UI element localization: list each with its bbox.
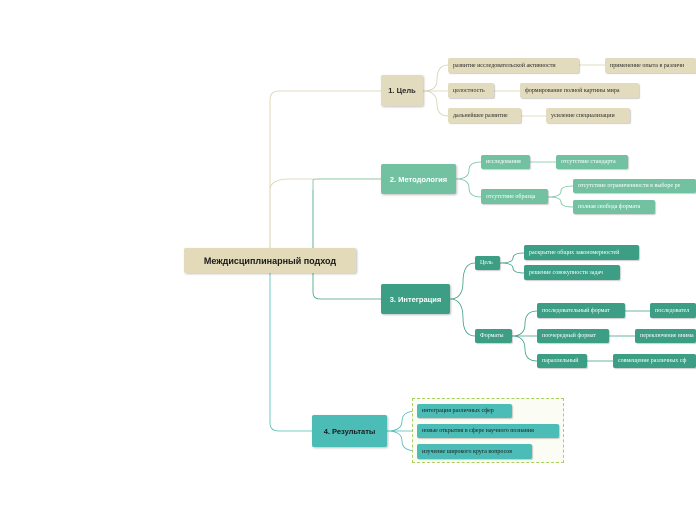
topic-wide-range-questions[interactable]: изучение широкого круга вопросов [417, 444, 532, 459]
branch-integration[interactable]: 3. Интеграция [381, 284, 450, 314]
topic-no-limits[interactable]: отсутствие ограниченности в выборе ре [573, 179, 696, 193]
topic-further-development[interactable]: дальнейшее развитие [448, 108, 521, 123]
topic-format-freedom[interactable]: полная свобода формата [573, 200, 655, 214]
topic-combining-spheres[interactable]: совмещение различных сф [613, 354, 696, 368]
topic-integration-goal[interactable]: Цель [475, 256, 500, 270]
topic-no-pattern[interactable]: отсутствие образца [481, 189, 548, 204]
branch-methodology[interactable]: 2. Методология [381, 164, 456, 194]
topic-parallel-format[interactable]: параллельный [537, 354, 587, 368]
topic-specialization[interactable]: усиление специализации [546, 108, 630, 123]
topic-research[interactable]: исследования [481, 155, 530, 169]
topic-new-discoveries[interactable]: новые открытия в сфере научного познания [417, 424, 559, 438]
topic-world-picture[interactable]: формирование полной картины мира [520, 83, 639, 98]
topic-solving-tasks[interactable]: решение совокупности задач [524, 265, 620, 280]
topic-applying-experience[interactable]: применение опыта в различн [605, 58, 696, 73]
root-topic[interactable]: Междисциплинарный подход [184, 248, 356, 273]
topic-switching-attention[interactable]: переключение внима [635, 329, 696, 343]
topic-research-activity[interactable]: развитие исследовательской активности [448, 58, 579, 73]
topic-integrity[interactable]: целостность [448, 83, 494, 98]
branch-goal[interactable]: 1. Цель [381, 75, 423, 106]
topic-formats[interactable]: Форматы [475, 329, 512, 343]
topic-spheres-integration[interactable]: интеграция различных сфер [417, 404, 512, 418]
topic-common-patterns[interactable]: раскрытие общих закономерностей [524, 245, 639, 260]
topic-alternating-format[interactable]: поочередный формат [537, 329, 609, 343]
topic-sequential-format[interactable]: последовательный формат [537, 303, 625, 318]
topic-sequential-detail[interactable]: последовател [650, 303, 696, 318]
branch-results[interactable]: 4. Результаты [312, 415, 387, 447]
topic-no-standard[interactable]: отсутствие стандарта [556, 155, 628, 169]
